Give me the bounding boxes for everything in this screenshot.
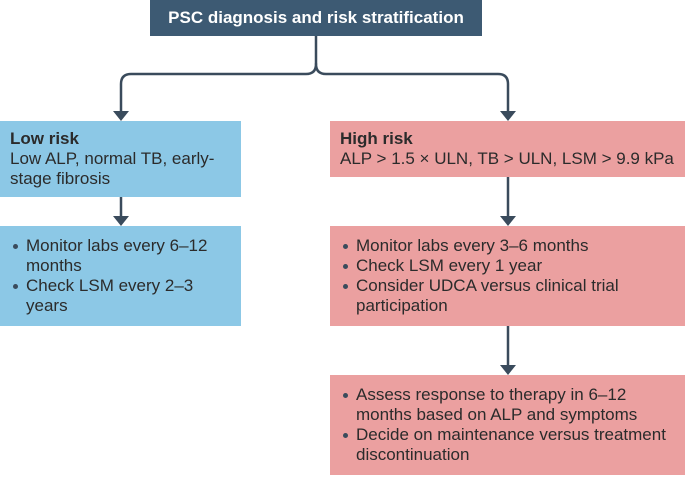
arrowhead-low-list bbox=[113, 216, 129, 226]
title-box: PSC diagnosis and risk stratification bbox=[150, 0, 482, 36]
low-risk-actions-box: Monitor labs every 6–12 months Check LSM… bbox=[0, 226, 241, 326]
high-risk-box: High risk ALP > 1.5 × ULN, TB > ULN, LSM… bbox=[330, 121, 685, 177]
list-item: Check LSM every 1 year bbox=[340, 256, 675, 276]
diagram-title: PSC diagnosis and risk stratification bbox=[168, 8, 464, 27]
list-item: Consider UDCA versus clinical trial part… bbox=[340, 276, 675, 316]
high-risk-followup-box: Assess response to therapy in 6–12 month… bbox=[330, 375, 685, 475]
high-risk-actions-list: Monitor labs every 3–6 months Check LSM … bbox=[340, 236, 675, 316]
branch-connector bbox=[119, 62, 510, 120]
high-risk-criteria: ALP > 1.5 × ULN, TB > ULN, LSM > 9.9 kPa bbox=[340, 149, 674, 168]
list-item: Monitor labs every 6–12 months bbox=[10, 236, 231, 276]
low-risk-heading: Low risk bbox=[10, 129, 79, 148]
list-item: Monitor labs every 3–6 months bbox=[340, 236, 675, 256]
high-risk-heading: High risk bbox=[340, 129, 413, 148]
arrowhead-high-list bbox=[500, 216, 516, 226]
list-item: Check LSM every 2–3 years bbox=[10, 276, 231, 316]
list-item: Assess response to therapy in 6–12 month… bbox=[340, 385, 675, 425]
arrowhead-followup bbox=[500, 365, 516, 375]
high-risk-actions-box: Monitor labs every 3–6 months Check LSM … bbox=[330, 226, 685, 326]
list-item: Decide on maintenance versus treatment d… bbox=[340, 425, 675, 465]
low-risk-box: Low risk Low ALP, normal TB, early-stage… bbox=[0, 121, 241, 197]
arrowhead-low-risk bbox=[113, 111, 129, 121]
arrowhead-high-risk bbox=[500, 111, 516, 121]
low-risk-actions-list: Monitor labs every 6–12 months Check LSM… bbox=[10, 236, 231, 316]
low-risk-criteria: Low ALP, normal TB, early-stage fibrosis bbox=[10, 149, 215, 188]
high-risk-followup-list: Assess response to therapy in 6–12 month… bbox=[340, 385, 675, 465]
